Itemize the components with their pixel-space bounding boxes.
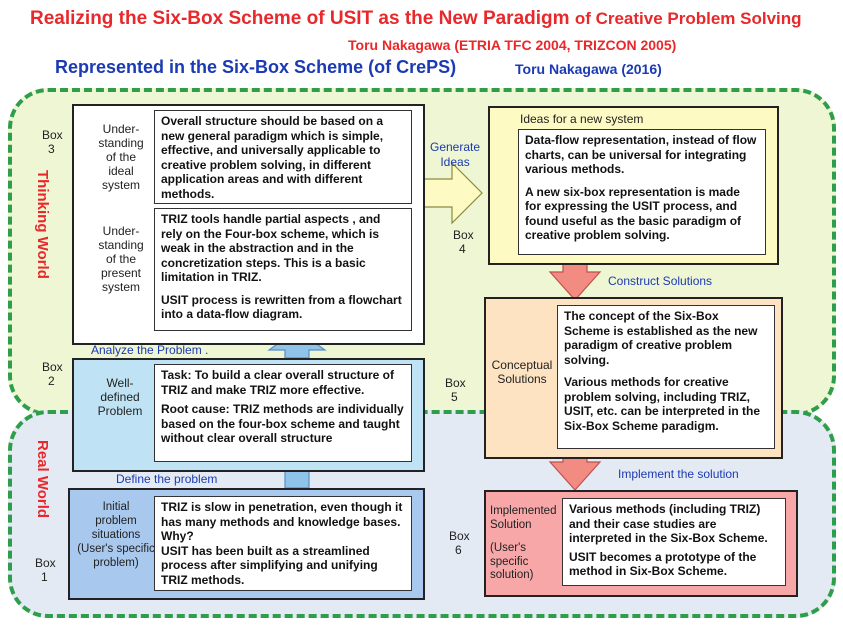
define-problem-label: Define the problem [116,472,218,486]
box6-side-label: Implemented Solution (User's specific so… [490,505,557,581]
main-title-text: Realizing the Six-Box Scheme of USIT as … [30,8,570,29]
generate-ideas-arrow [421,161,483,225]
box2-text: Task: To build a clear overall structure… [154,364,412,462]
subtitle: Represented in the Six-Box Scheme (of Cr… [55,57,457,77]
generate-ideas-label: Generate Ideas [430,140,481,169]
main-title: Realizing the Six-Box Scheme of USIT as … [30,8,802,30]
box3-present-text: TRIZ tools handle partial aspects , and … [154,208,412,331]
box3-ideal-label: Under- standing of the ideal system [98,122,144,192]
box5-text: The concept of the Six-Box Scheme is est… [557,305,775,449]
box1-side-label: Initial problem situations (User's speci… [77,501,155,569]
construct-solutions-label: Construct Solutions [608,274,713,288]
author-line-1: Toru Nakagawa (ETRIA TFC 2004, TRIZCON 2… [348,37,677,53]
implement-solution-arrow [548,455,602,491]
box3-ideal-text: Overall structure should be based on a n… [154,110,412,204]
box4-header: Ideas for a new system [520,112,644,126]
analyze-problem-label: Analyze the Problem . [91,343,209,357]
construct-solutions-arrow [548,261,602,301]
real-world-label: Real World [34,440,51,519]
implement-solution-label: Implement the solution [618,467,739,481]
box1-text: TRIZ is slow in penetration, even though… [154,496,412,591]
box6-text: Various methods (including TRIZ) and the… [562,498,786,586]
thinking-world-label: Thinking World [34,170,51,279]
box3-present-label: Under- standing of the present system [98,224,144,294]
main-title-tail: of Creative Problem Solving [574,9,802,28]
box5-side-label: Conceptual Solutions [491,358,553,386]
box2-side-label: Well- defined Problem [97,376,143,418]
author-line-2: Toru Nakagawa (2016) [515,61,662,77]
box4-text: Data-flow representation, instead of flo… [518,129,766,255]
